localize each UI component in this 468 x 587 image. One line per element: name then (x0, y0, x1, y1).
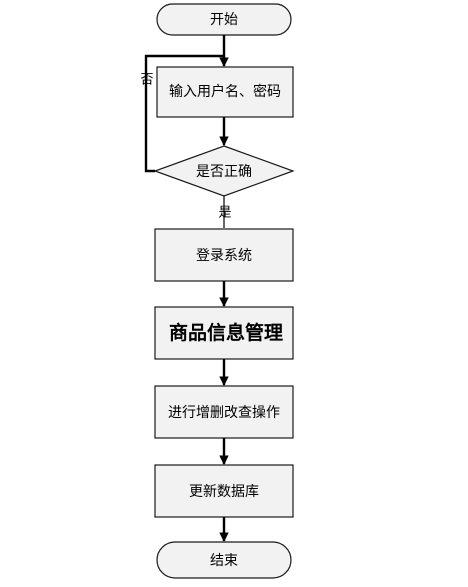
login-system-label: 登录系统 (196, 248, 252, 264)
crud-operations-label: 进行增删改查操作 (168, 405, 280, 421)
login-system-node: 登录系统 (154, 228, 294, 282)
validation-decision-label: 是否正确 (196, 164, 252, 180)
input-credentials-node: 输入用户名、密码 (156, 66, 294, 118)
crud-operations-node: 进行增删改查操作 (154, 385, 294, 439)
end-label: 结束 (210, 553, 238, 569)
update-database-node: 更新数据库 (154, 464, 294, 518)
product-management-node: 商品信息管理 (154, 306, 294, 360)
start-node: 开始 (156, 3, 292, 36)
start-label: 开始 (210, 12, 238, 28)
edge-yes-label: 是 (218, 206, 231, 221)
edge-no-label: 否 (140, 73, 153, 88)
update-database-label: 更新数据库 (189, 484, 259, 500)
end-node: 结束 (156, 541, 292, 579)
input-credentials-label: 输入用户名、密码 (169, 83, 281, 100)
product-management-label: 商品信息管理 (169, 321, 283, 344)
edge-decision-no-loop (144, 54, 224, 173)
validation-decision-node: 是否正确 (153, 145, 295, 197)
